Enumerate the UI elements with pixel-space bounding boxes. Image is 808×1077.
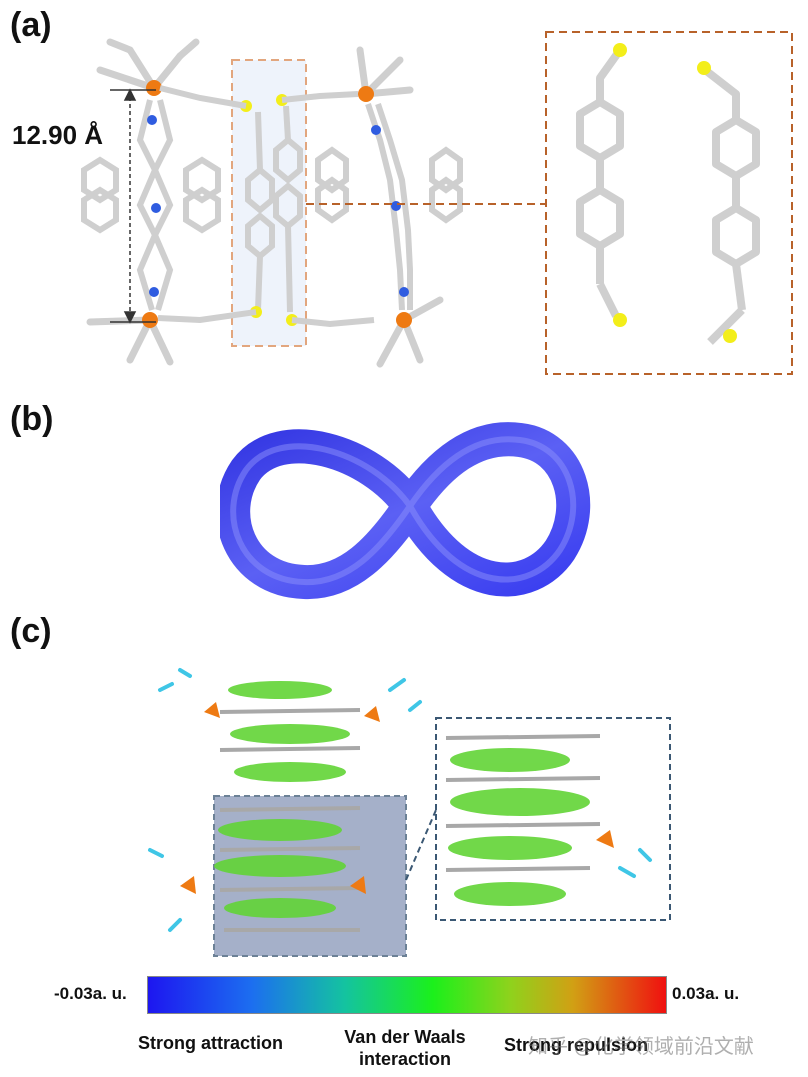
guest-aromatics-right xyxy=(315,146,463,224)
central-linker xyxy=(245,105,303,313)
left-pillar xyxy=(136,99,174,311)
guest-aromatics-left xyxy=(81,156,221,234)
panel-label-b: (b) xyxy=(10,400,54,438)
zoomed-nci xyxy=(445,734,652,906)
colorbar-max-label: 0.03a. u. xyxy=(672,984,740,1003)
panel-label-c: (c) xyxy=(10,612,52,650)
nci-colorbar xyxy=(147,976,667,1014)
colorbar-min-label: -0.03a. u. xyxy=(54,984,127,1003)
aromatic-stack xyxy=(214,681,361,932)
nci-surface-structure xyxy=(148,668,671,957)
hydrogens-c xyxy=(148,668,422,932)
distance-arrow xyxy=(110,88,156,324)
distance-label: 12.90 Å xyxy=(12,120,104,150)
bridges xyxy=(157,85,375,328)
metal-corners-c xyxy=(180,702,380,894)
right-pillar xyxy=(365,103,413,311)
molecular-structure-a xyxy=(81,31,793,375)
zoomed-linker xyxy=(576,47,760,345)
watermark: 知乎 @化学领域前沿文献 xyxy=(528,1036,754,1058)
right-metal-corner-top xyxy=(356,46,414,102)
caption-strong-repulsion: Strong repulsion xyxy=(504,1035,648,1055)
right-metal-corner-bottom xyxy=(376,296,444,368)
left-metal-corner-bottom xyxy=(86,312,174,366)
infinity-ribbon xyxy=(220,422,591,600)
zoom-box-a xyxy=(545,31,793,375)
caption-van-der-waals: Van der Waals interaction xyxy=(344,1027,466,1069)
panel-label-a: (a) xyxy=(10,6,52,44)
left-metal-corner-top xyxy=(96,38,200,96)
zoom-box-c xyxy=(435,717,671,921)
zoom-connector-c xyxy=(405,809,437,881)
caption-strong-attraction: Strong attraction xyxy=(138,1033,284,1053)
